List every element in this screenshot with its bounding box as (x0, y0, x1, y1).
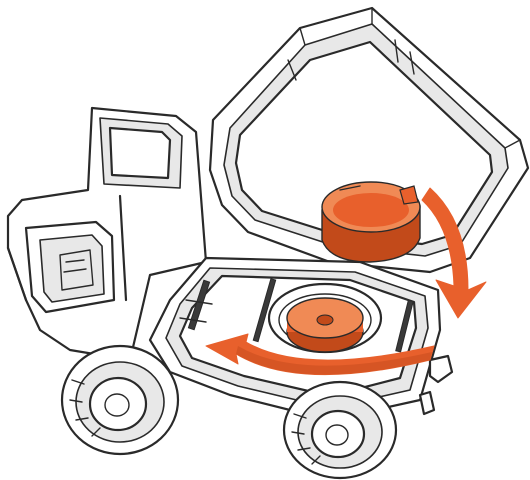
turntable-part-detached (322, 182, 420, 262)
rear-wheel (284, 382, 396, 478)
front-wheel (62, 346, 178, 454)
turntable-part-installed (287, 298, 363, 352)
